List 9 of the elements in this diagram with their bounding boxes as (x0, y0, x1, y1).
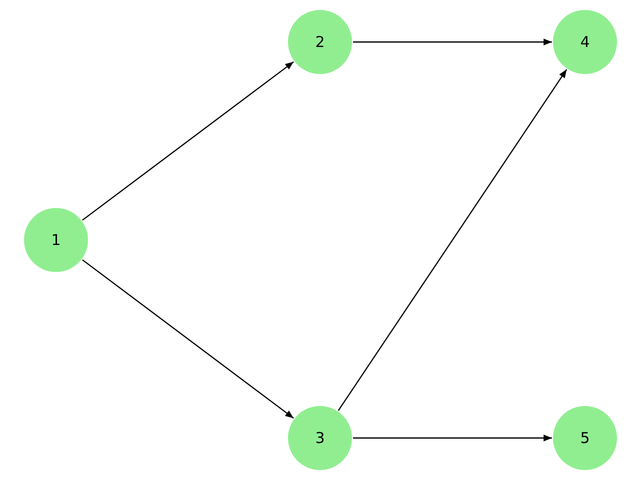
arrow (82, 259, 294, 419)
node-label: 1 (51, 231, 61, 249)
arrow (82, 61, 294, 221)
node-label: 4 (580, 33, 590, 51)
node-label: 3 (315, 429, 325, 447)
node-label: 5 (580, 429, 590, 447)
arrow (353, 38, 552, 46)
node-label: 2 (315, 33, 325, 51)
arrow (338, 69, 568, 411)
